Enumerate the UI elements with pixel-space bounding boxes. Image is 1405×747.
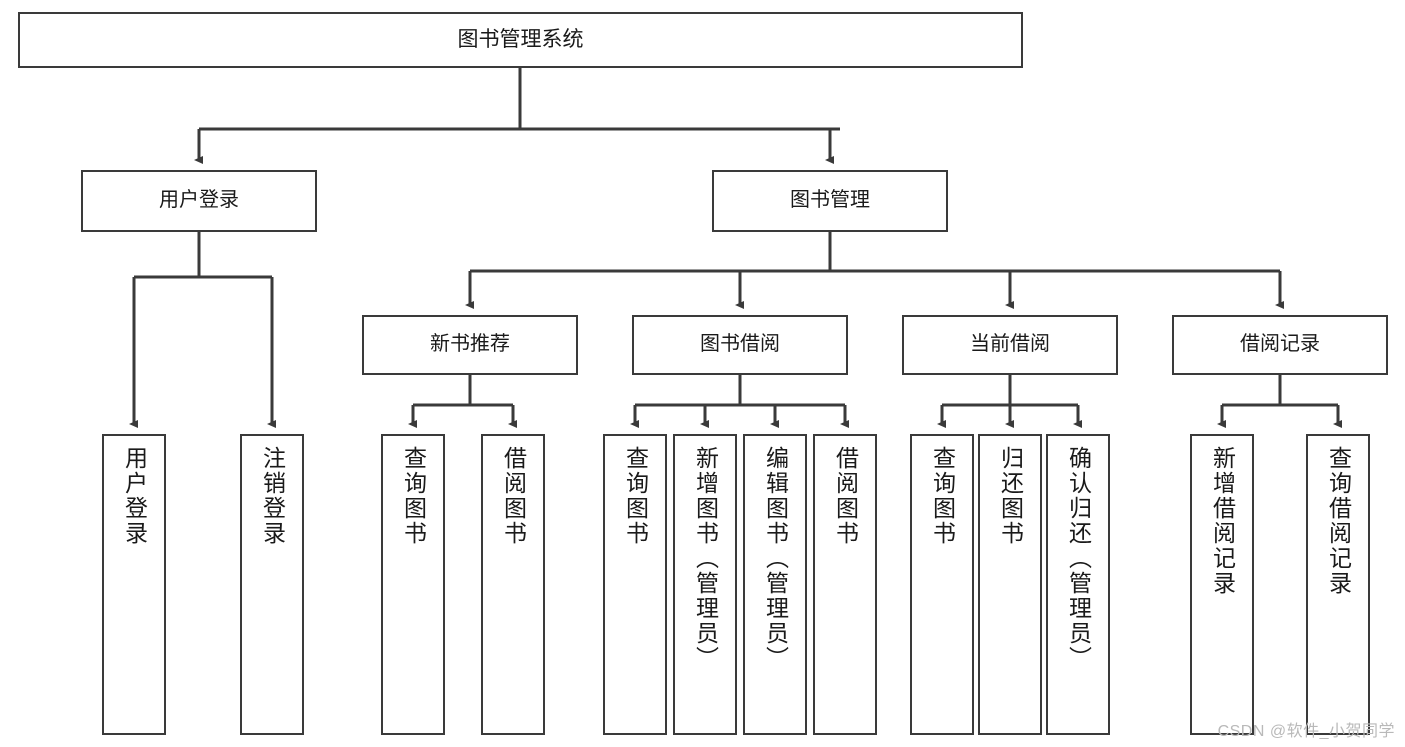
node-leaf-query-book-borrow-label: 查询图书 [622,446,649,546]
node-current-borrow[interactable]: 当前借阅 [902,315,1118,375]
node-leaf-confirm-return-admin-label: 确认归还（管理员） [1065,446,1092,671]
node-leaf-user-login-label: 用户登录 [121,446,148,546]
node-leaf-add-book-admin[interactable]: 新增图书（管理员） [673,434,737,735]
node-book-management[interactable]: 图书管理 [712,170,948,232]
node-leaf-user-login[interactable]: 用户登录 [102,434,166,735]
node-leaf-edit-book-admin[interactable]: 编辑图书（管理员） [743,434,807,735]
node-leaf-query-book-recommend[interactable]: 查询图书 [381,434,445,735]
node-leaf-borrow-book-label: 借阅图书 [832,446,859,546]
node-leaf-query-book-current[interactable]: 查询图书 [910,434,974,735]
csdn-watermark: CSDN @软件_小贺同学 [1217,723,1395,740]
node-leaf-logout[interactable]: 注销登录 [240,434,304,735]
node-leaf-borrow-book[interactable]: 借阅图书 [813,434,877,735]
node-leaf-borrow-book-recommend[interactable]: 借阅图书 [481,434,545,735]
node-user-login[interactable]: 用户登录 [81,170,317,232]
node-book-management-label: 图书管理 [790,189,870,212]
node-leaf-add-book-admin-label: 新增图书（管理员） [692,446,719,671]
node-leaf-query-book-current-label: 查询图书 [929,446,956,546]
node-leaf-edit-book-admin-label: 编辑图书（管理员） [762,446,789,671]
node-borrow-record[interactable]: 借阅记录 [1172,315,1388,375]
node-book-borrow[interactable]: 图书借阅 [632,315,848,375]
node-leaf-query-book-borrow[interactable]: 查询图书 [603,434,667,735]
node-leaf-add-borrow-record[interactable]: 新增借阅记录 [1190,434,1254,735]
node-leaf-add-borrow-record-label: 新增借阅记录 [1209,446,1236,596]
node-leaf-return-book[interactable]: 归还图书 [978,434,1042,735]
node-new-book-recommendation[interactable]: 新书推荐 [362,315,578,375]
node-user-login-label: 用户登录 [159,189,239,212]
node-leaf-return-book-label: 归还图书 [997,446,1024,546]
node-leaf-borrow-book-recommend-label: 借阅图书 [500,446,527,546]
node-root-book-management-system[interactable]: 图书管理系统 [18,12,1023,68]
node-book-borrow-label: 图书借阅 [700,333,780,356]
node-root-label: 图书管理系统 [457,27,584,51]
node-leaf-logout-label: 注销登录 [259,446,286,546]
node-borrow-record-label: 借阅记录 [1240,333,1320,356]
node-new-book-recommendation-label: 新书推荐 [430,333,510,356]
node-leaf-query-borrow-record-label: 查询借阅记录 [1325,446,1352,596]
node-leaf-confirm-return-admin[interactable]: 确认归还（管理员） [1046,434,1110,735]
node-leaf-query-borrow-record[interactable]: 查询借阅记录 [1306,434,1370,735]
node-current-borrow-label: 当前借阅 [970,333,1050,356]
node-leaf-query-book-recommend-label: 查询图书 [400,446,427,546]
